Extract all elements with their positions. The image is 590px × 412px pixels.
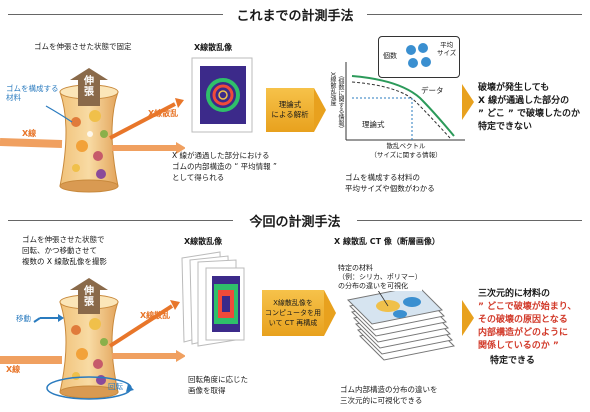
image-title-2: X線散乱像 bbox=[184, 237, 223, 246]
scatter-arrow-up bbox=[109, 102, 176, 140]
graph-xaxis-label: 散乱ベクトル （サイズに関する情報） bbox=[370, 142, 442, 159]
conclusion-2-prefix: 三次元的に材料の bbox=[478, 289, 551, 299]
process-arrow-2 bbox=[324, 290, 336, 336]
particle bbox=[93, 151, 103, 161]
conclusion-1: 破壊が発生しても X 線が通過した部分の ” どこ ” で破壊したのか 特定でき… bbox=[478, 83, 580, 132]
scatter-label-1: X線散乱 bbox=[148, 109, 179, 118]
particle bbox=[76, 140, 88, 152]
particle bbox=[87, 131, 93, 137]
particle bbox=[89, 110, 101, 122]
particle bbox=[100, 130, 108, 138]
move-label: 移動 bbox=[16, 314, 31, 323]
rubber-bottom bbox=[59, 179, 119, 193]
sample-illustration-2 bbox=[0, 278, 185, 400]
graph-inset: 個数 平均 サイズ bbox=[378, 36, 460, 78]
rubber-body bbox=[59, 91, 119, 187]
header-rule-left bbox=[8, 14, 223, 15]
graph-yaxis-label: （個数に関する情報） X線散乱強度 bbox=[329, 72, 344, 132]
particle bbox=[72, 164, 80, 172]
section1-title: これまでの計測手法 bbox=[236, 9, 354, 24]
scatter-image-stack bbox=[181, 251, 245, 347]
material-pointer bbox=[45, 105, 73, 123]
xray-label-1: X線 bbox=[22, 129, 37, 138]
section2-title: 今回の計測手法 bbox=[249, 215, 341, 230]
xray-arrowhead-out bbox=[176, 142, 185, 154]
theory-curve bbox=[351, 81, 451, 139]
stretch-label-1: 伸 張 bbox=[84, 76, 94, 98]
conclusion-2-suffix: 特定できる bbox=[490, 356, 535, 366]
particle bbox=[71, 117, 81, 127]
rotate-label: 回転 bbox=[108, 382, 123, 391]
xray-beam-in bbox=[0, 138, 63, 148]
ct-stack bbox=[346, 283, 456, 361]
process-box-1: 理論式 による解析 bbox=[266, 88, 314, 132]
material-label: ゴムを構成する 材料 bbox=[6, 84, 59, 102]
header-rule-right-2 bbox=[357, 220, 582, 221]
graph-theory-label: 理論式 bbox=[362, 120, 385, 129]
stretch-arrow-2 bbox=[70, 278, 108, 314]
graph-caption-1: ゴムを構成する材料の 平均サイズや個数がわかる bbox=[345, 173, 435, 193]
image-caption-1: X 線が通過した部分における ゴムの内部構造の “ 平均情報 ” として得られる bbox=[172, 151, 277, 182]
scatter-image-1 bbox=[191, 57, 253, 133]
process-box-2: X線散乱像を コンピュータを用 いて CT 再構成 bbox=[262, 290, 324, 336]
ct-note: 特定の材料 （例：シリカ、ポリマー） の分布の違いを可視化 bbox=[338, 264, 422, 291]
process-arrow-1 bbox=[314, 88, 326, 132]
stretch-arrow bbox=[70, 68, 108, 106]
stretch-label-2: 伸 張 bbox=[84, 286, 94, 308]
data-curve bbox=[351, 75, 455, 137]
section2-condition: ゴムを伸張させた状態で 回転、かつ移動させて 複数の X 線散乱像を撮影 bbox=[22, 235, 107, 266]
conclusion-arrow-2 bbox=[462, 300, 474, 336]
conclusion-arrow-1 bbox=[462, 84, 474, 120]
ct-title: X 線散乱 CT 像（断層画像） bbox=[334, 237, 440, 246]
sample-illustration-1 bbox=[0, 68, 185, 193]
scatter-arrowhead-up bbox=[175, 98, 184, 108]
section1-condition: ゴムを伸張させた状態で固定 bbox=[34, 42, 132, 51]
scatter-label-2: X線散乱 bbox=[140, 311, 171, 320]
inset-count-label: 個数 bbox=[383, 52, 397, 60]
image-title-1: X線散乱像 bbox=[194, 43, 233, 52]
particle bbox=[96, 169, 106, 179]
xray-label-2: X線 bbox=[6, 365, 21, 374]
inset-size-label: 平均 サイズ bbox=[437, 41, 457, 57]
header-rule-left-2 bbox=[8, 220, 233, 221]
graph-1 bbox=[345, 62, 465, 141]
image-caption-2: 回転角度に応じた 画像を取得 bbox=[188, 375, 248, 395]
conclusion-2-highlight: ” どこで破壊が始まり、 その破壊の原因となる 内部構造がどのように 関係してい… bbox=[478, 302, 577, 351]
ct-caption: ゴム内部構造の分布の違いを 三次元的に可視化できる bbox=[340, 385, 438, 405]
graph-data-label: データ bbox=[421, 86, 444, 95]
header-rule-right bbox=[367, 14, 582, 15]
